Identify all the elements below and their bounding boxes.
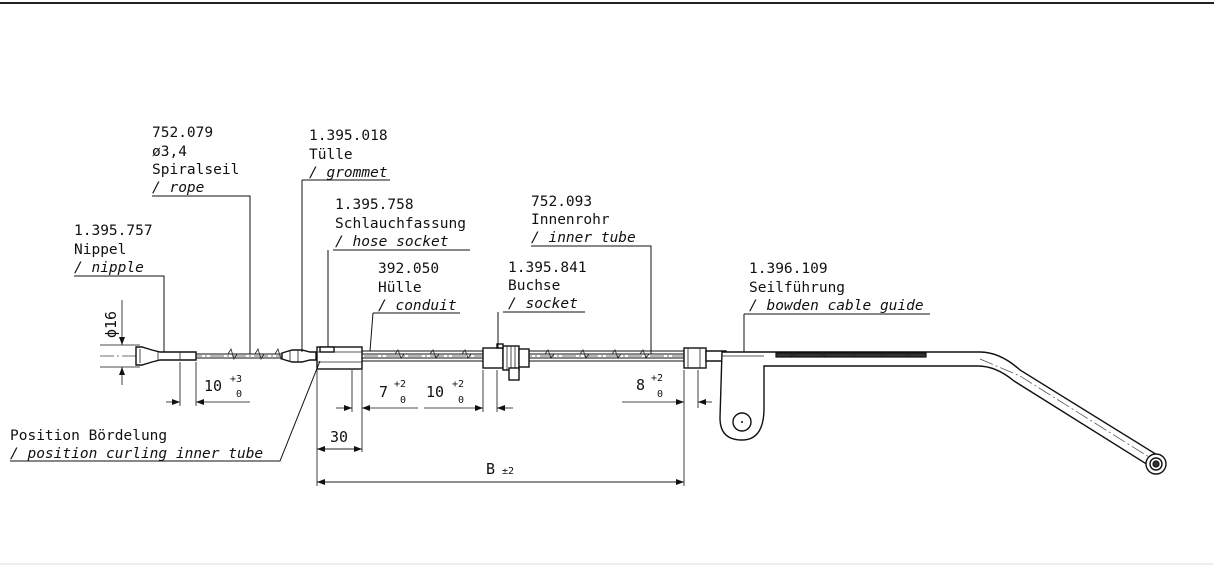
- grommet-name-en: / grommet: [309, 165, 388, 181]
- end-fitting-part: [683, 347, 727, 369]
- rope-name-en: / rope: [152, 180, 204, 196]
- dim-8-upper: +2: [651, 373, 663, 384]
- dim-7-value: 7: [379, 383, 388, 401]
- cable-guide-number: 1.396.109: [749, 261, 828, 277]
- rope-name-de: Spiralseil: [152, 162, 239, 178]
- dim-8: 8 +2 0: [622, 370, 712, 408]
- dim-30-value: 30: [330, 428, 348, 446]
- rope-diameter: ø3,4: [152, 144, 187, 160]
- dim-10b-lower: 0: [458, 395, 464, 406]
- socket-name-en: / socket: [508, 296, 578, 312]
- dim-7-upper: +2: [394, 379, 406, 390]
- label-grommet: 1.395.018 Tülle / grommet: [309, 128, 388, 181]
- curling-name-de: Position Bördelung: [10, 428, 167, 444]
- label-inner-tube: 752.093 Innenrohr / inner tube: [531, 194, 636, 246]
- hose-socket-name-en: / hose socket: [335, 234, 449, 250]
- label-nipple: 1.395.757 Nippel / nipple: [74, 223, 153, 276]
- grommet-part: [281, 349, 317, 363]
- nipple-name-de: Nippel: [74, 242, 126, 258]
- dim-10a: 10 +3 0: [166, 362, 250, 406]
- cable-assembly: [100, 343, 1167, 475]
- conduit-number: 392.050: [378, 261, 439, 277]
- label-rope: 752.079 ø3,4 Spiralseil / rope: [152, 125, 239, 196]
- dim-b-value: B: [486, 460, 495, 478]
- curling-name-en: / position curling inner tube: [10, 446, 263, 462]
- dim-10a-lower: 0: [236, 389, 242, 400]
- cable-guide-name-de: Seilführung: [749, 280, 845, 296]
- inner-tube-name-en: / inner tube: [531, 230, 636, 246]
- rope-number: 752.079: [152, 125, 213, 141]
- nipple-part: [135, 346, 197, 366]
- dim-30: 30: [316, 370, 363, 486]
- leader-lines: [10, 179, 930, 462]
- label-hose-socket: 1.395.758 Schlauchfassung / hose socket: [335, 197, 466, 250]
- socket-number: 1.395.841: [508, 260, 587, 276]
- label-curling: Position Bördelung / position curling in…: [10, 428, 263, 462]
- cable-guide-part: [719, 351, 1167, 475]
- hose-socket-part: [316, 346, 363, 370]
- dim-10b: 10 +2 0: [424, 370, 513, 412]
- inner-tube-number: 752.093: [531, 194, 592, 210]
- label-socket: 1.395.841 Buchse / socket: [508, 260, 587, 312]
- hose-socket-name-de: Schlauchfassung: [335, 216, 466, 232]
- phi16-label: ϕ16: [102, 311, 120, 338]
- dim-7-lower: 0: [400, 395, 406, 406]
- cable-guide-name-en: / bowden cable guide: [749, 298, 924, 314]
- hose-socket-number: 1.395.758: [335, 197, 414, 213]
- dim-10a-value: 10: [204, 377, 222, 395]
- dim-b-tol: ±2: [502, 466, 514, 477]
- dim-8-lower: 0: [657, 389, 663, 400]
- grommet-number: 1.395.018: [309, 128, 388, 144]
- dim-10b-value: 10: [426, 383, 444, 401]
- socket-name-de: Buchse: [508, 278, 560, 294]
- conduit-name-de: Hülle: [378, 280, 422, 296]
- dim-7: 7 +2 0: [336, 370, 418, 412]
- label-cable-guide: 1.396.109 Seilführung / bowden cable gui…: [749, 261, 924, 314]
- dim-b: B ±2: [317, 408, 685, 486]
- dim-10b-upper: +2: [452, 379, 464, 390]
- dim-10a-upper: +3: [230, 374, 242, 385]
- label-conduit: 392.050 Hülle / conduit: [378, 261, 457, 314]
- socket-part: [482, 343, 530, 381]
- dim-phi16: ϕ16: [100, 300, 140, 385]
- inner-tube-name-de: Innenrohr: [531, 212, 610, 228]
- nipple-number: 1.395.757: [74, 223, 153, 239]
- dim-8-value: 8: [636, 376, 645, 394]
- conduit-name-en: / conduit: [378, 298, 457, 314]
- nipple-name-en: / nipple: [74, 260, 144, 276]
- grommet-name-de: Tülle: [309, 147, 353, 163]
